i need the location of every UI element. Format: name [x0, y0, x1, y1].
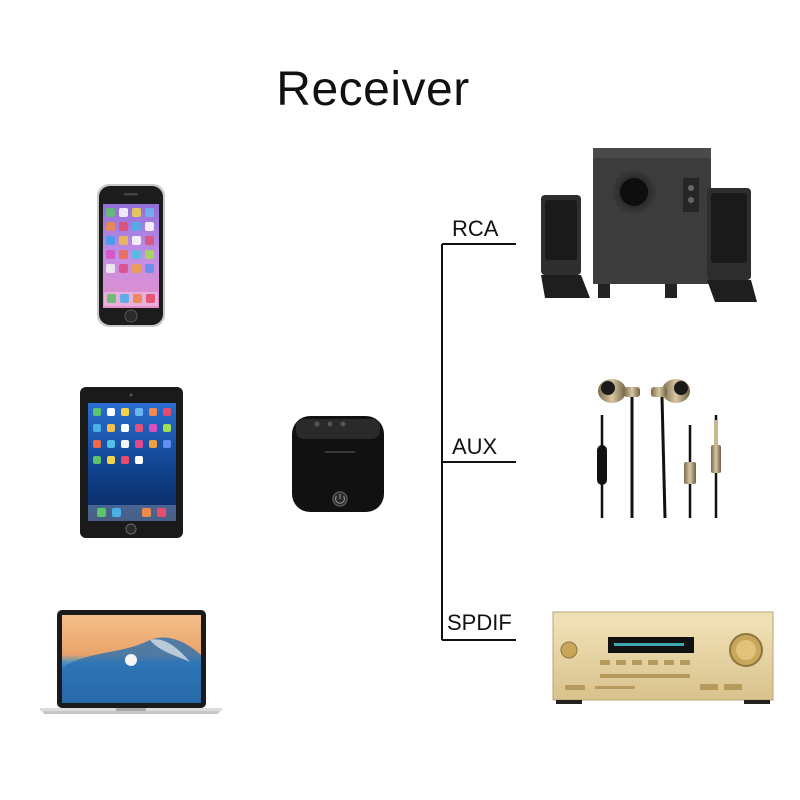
av-amplifier-icon [552, 611, 774, 704]
diagram-title: Receiver [276, 63, 470, 116]
speaker-set-icon [541, 148, 757, 302]
rca-label: RCA [452, 216, 499, 241]
aux-label: AUX [452, 434, 498, 459]
connector-lines [441, 243, 516, 641]
smartphone-icon [97, 184, 165, 327]
earphones-icon [597, 379, 721, 519]
laptop-icon [40, 610, 222, 714]
tablet-icon [80, 387, 183, 538]
spdif-label: SPDIF [447, 610, 512, 635]
bluetooth-receiver-icon [292, 416, 384, 512]
